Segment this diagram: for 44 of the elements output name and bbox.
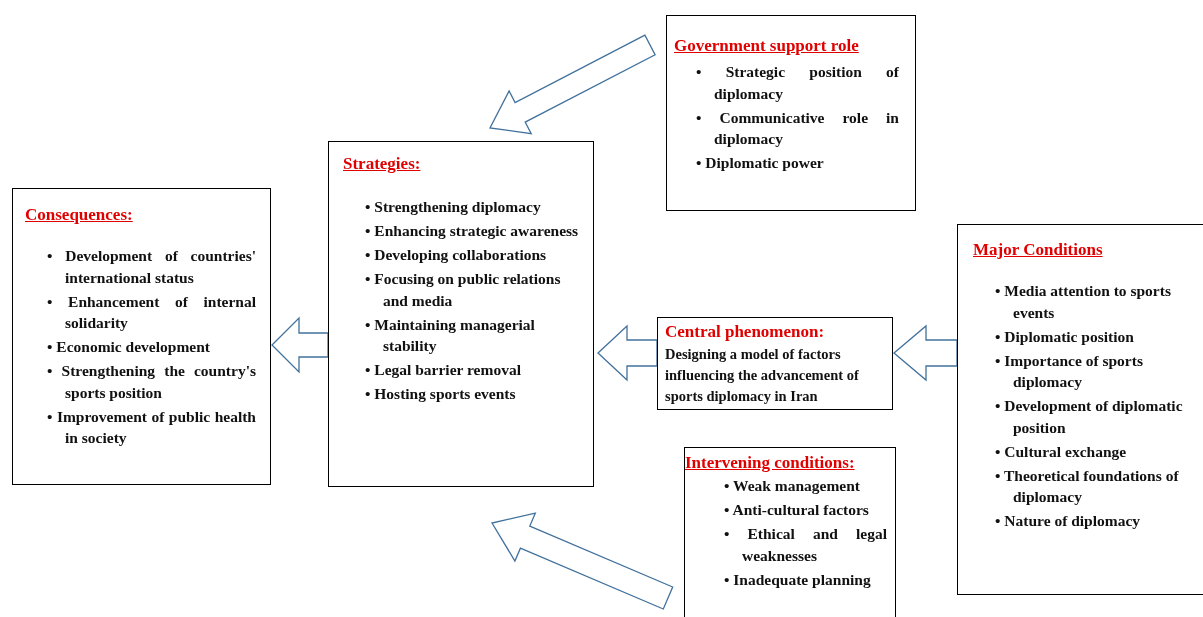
- bullet-item: • Weak management: [724, 476, 862, 496]
- bullet-item: • Hosting sports events: [365, 384, 517, 404]
- bullet-item: • Legal barrier removal: [365, 360, 522, 380]
- bullet-item: • Maintaining managerial stability: [365, 314, 536, 356]
- text-box: [328, 141, 594, 487]
- box-heading: Consequences:: [25, 205, 133, 225]
- description-text: Designing a model of factors influencing the advancement of sports diplomacy in Iran: [665, 345, 860, 406]
- bullet-item: • Development of countries' international status: [47, 246, 256, 288]
- text-box: [666, 15, 916, 211]
- block-arrow: [490, 512, 674, 610]
- bullet-item: • Enhancement of internal solidarity: [47, 291, 256, 333]
- bullet-item: • Theoretical foundations of diplomacy: [995, 465, 1180, 507]
- box-heading: Intervening conditions:: [685, 453, 855, 473]
- bullet-item: • Enhancing strategic awareness: [365, 221, 580, 241]
- text-box: [657, 317, 893, 410]
- bullet-item: • Diplomatic position: [995, 326, 1135, 347]
- block-arrow: [489, 34, 656, 135]
- bullet-item: • Focusing on public relations and media: [365, 269, 562, 311]
- block-arrow: [271, 316, 329, 374]
- bullet-item: • Media attention to sports events: [995, 281, 1172, 323]
- text-box: [12, 188, 271, 485]
- block-arrow: [893, 324, 958, 382]
- bullet-item: • Ethical and legal weaknesses: [724, 524, 887, 566]
- bullet-item: • Nature of diplomacy: [995, 511, 1142, 531]
- bullet-item: • Diplomatic power: [696, 153, 825, 173]
- bullet-item: • Development of diplomatic position: [995, 396, 1184, 438]
- box-heading: Strategies:: [343, 154, 421, 174]
- block-arrow: [597, 324, 658, 382]
- box-heading: Government support role: [674, 36, 859, 56]
- box-heading: Central phenomenon:: [665, 322, 825, 342]
- bullet-item: • Strategic position of diplomacy: [696, 62, 899, 104]
- bullet-item: • Cultural exchange: [995, 441, 1128, 462]
- bullet-item: • Anti-cultural factors: [724, 500, 870, 520]
- bullet-item: • Improvement of public health in society: [47, 406, 256, 448]
- bullet-item: • Inadequate planning: [724, 569, 872, 590]
- bullet-item: • Strengthening the country's sports position: [47, 361, 256, 403]
- bullet-item: • Importance of sports diplomacy: [995, 350, 1144, 392]
- bullet-item: • Strengthening diplomacy: [365, 197, 542, 217]
- text-box: [957, 224, 1203, 595]
- box-heading: Major Conditions: [973, 240, 1103, 260]
- bullet-item: • Developing collaborations: [365, 245, 548, 265]
- bullet-item: • Communicative role in diplomacy: [696, 107, 899, 149]
- bullet-item: • Economic development: [47, 337, 211, 357]
- text-box: [684, 447, 896, 617]
